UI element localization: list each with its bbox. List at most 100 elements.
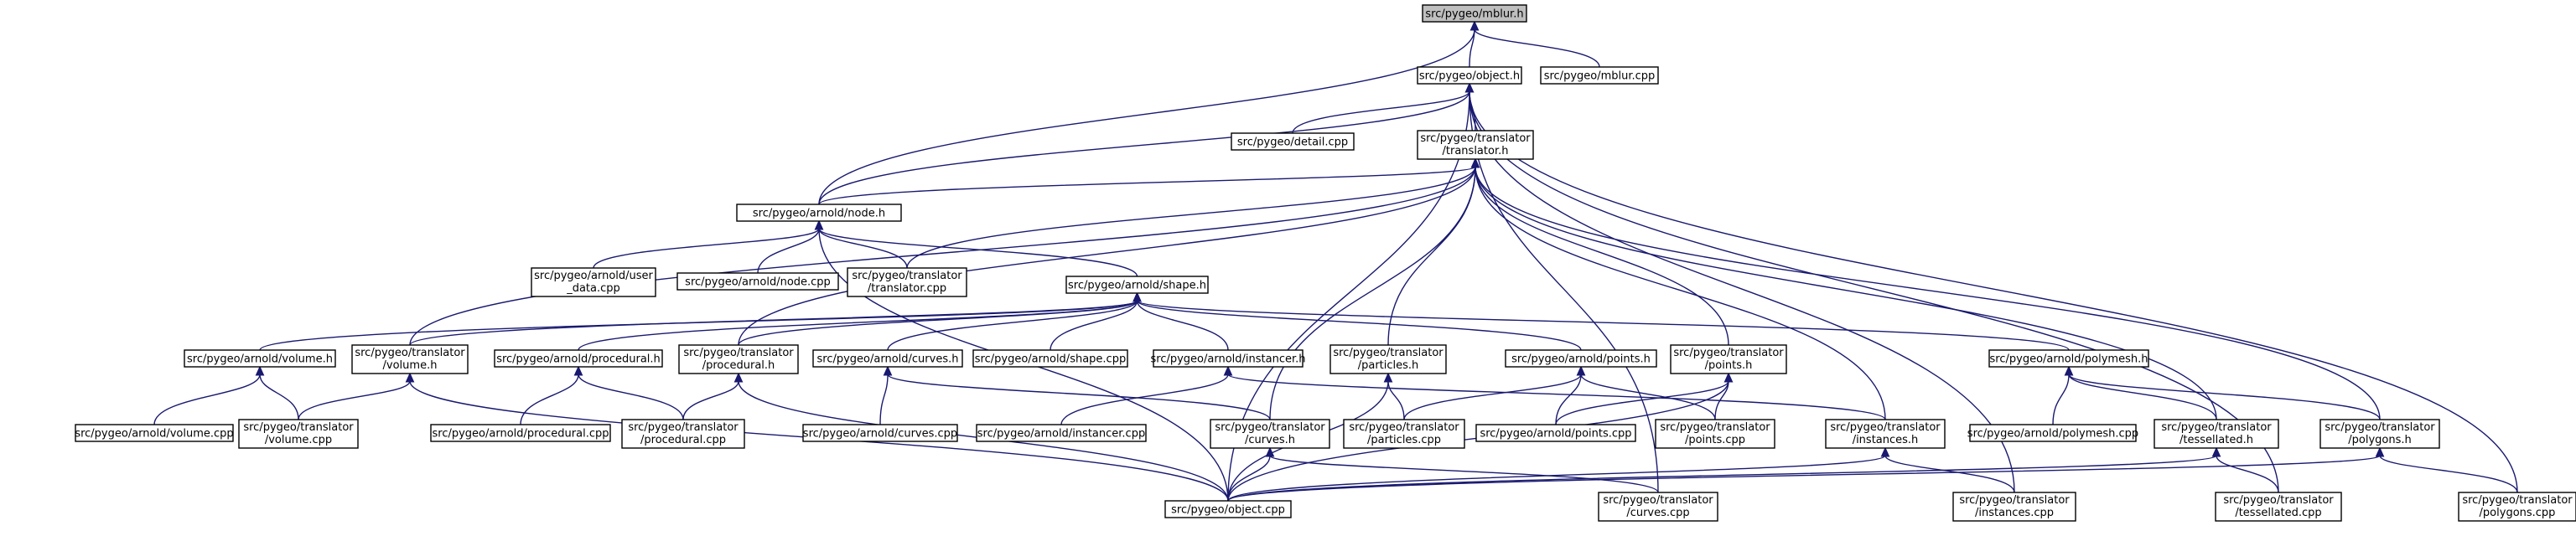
include-edge-translator_h-tpolygons_h xyxy=(1470,157,2381,420)
include-edge-shape_h-instancer_h xyxy=(1133,291,1229,351)
edge-arrowhead xyxy=(814,219,824,230)
file-node-tvolume-h[interactable]: src/pygeo/translator/volume.h xyxy=(351,344,469,374)
node-box xyxy=(1598,492,1718,522)
file-node-points-cpp[interactable]: src/pygeo/arnold/points.cpp xyxy=(1475,424,1636,442)
file-node-ttessellated-h[interactable]: src/pygeo/translator/tessellated.h xyxy=(2154,419,2279,449)
node-box xyxy=(2319,419,2440,449)
edge-line xyxy=(2052,374,2070,425)
edge-line xyxy=(1884,455,2015,493)
file-node-curves-h[interactable]: src/pygeo/arnold/curves.h xyxy=(812,349,963,368)
file-node-tpolygons-h[interactable]: src/pygeo/translator/polygons.h xyxy=(2319,419,2440,449)
file-node-polymesh-h[interactable]: src/pygeo/arnold/polymesh.h xyxy=(1988,349,2149,368)
edge-line xyxy=(1269,455,1659,493)
node-box xyxy=(1231,132,1355,151)
edge-line xyxy=(1136,300,2070,351)
edge-line xyxy=(879,374,889,425)
file-node-tprocedural-cpp[interactable]: src/pygeo/translator/procedural.cpp xyxy=(621,419,745,449)
file-node-shape-h[interactable]: src/pygeo/arnold/shape.h xyxy=(1065,276,1209,294)
node-label: /translator.cpp xyxy=(868,282,946,295)
file-node-object-h[interactable]: src/pygeo/object.h xyxy=(1417,66,1522,85)
node-label: src/pygeo/translator xyxy=(852,270,962,282)
file-node-tcurves-h[interactable]: src/pygeo/translator/curves.h xyxy=(1210,419,1330,449)
include-edge-curves_h-tcurves_h xyxy=(883,365,1271,420)
file-node-node-h[interactable]: src/pygeo/arnold/node.h xyxy=(736,204,902,222)
file-node-tparticles-h[interactable]: src/pygeo/translator/particles.h xyxy=(1329,344,1447,374)
edge-line xyxy=(520,374,579,425)
include-edge-mblur_h-mblur_cpp xyxy=(1469,20,1600,68)
include-edge-tvolume_h-tvolume_cpp xyxy=(298,372,415,420)
edge-arrowhead xyxy=(1133,291,1142,302)
include-edge-shape_h-polymesh_h xyxy=(1133,291,2070,351)
edge-line xyxy=(738,300,1138,346)
node-box xyxy=(1670,344,1787,374)
node-label: src/pygeo/translator xyxy=(1660,421,1770,434)
file-node-curves-cpp[interactable]: src/pygeo/arnold/curves.cpp xyxy=(802,424,958,442)
file-node-mblur-h[interactable]: src/pygeo/mblur.h xyxy=(1422,4,1527,23)
file-node-tpoints-h[interactable]: src/pygeo/translator/points.h xyxy=(1670,344,1787,374)
edge-line xyxy=(1269,166,1476,420)
edge-line xyxy=(906,166,1476,269)
file-node-detail-cpp[interactable]: src/pygeo/detail.cpp xyxy=(1231,132,1355,151)
edge-line xyxy=(1469,90,2279,493)
edge-line xyxy=(818,228,1138,277)
file-node-tpolygons-cpp[interactable]: src/pygeo/translator/polygons.cpp xyxy=(2458,492,2576,522)
file-node-tparticles-cpp[interactable]: src/pygeo/translator/particles.cpp xyxy=(1343,419,1465,449)
node-box xyxy=(1969,424,2137,442)
file-node-user-data-cpp[interactable]: src/pygeo/arnold/user_data.cpp xyxy=(531,267,656,297)
file-node-procedural-cpp[interactable]: src/pygeo/arnold/procedural.cpp xyxy=(430,424,611,442)
node-label: /instances.h xyxy=(1853,434,1919,446)
file-node-polymesh-cpp[interactable]: src/pygeo/arnold/polymesh.cpp xyxy=(1967,424,2138,442)
file-node-tinstances-h[interactable]: src/pygeo/translator/instances.h xyxy=(1825,419,1946,449)
node-label: src/pygeo/translator xyxy=(355,347,465,359)
node-label: src/pygeo/translator xyxy=(2223,494,2334,507)
include-edge-shape_h-tvolume_h xyxy=(409,291,1142,346)
include-edge-node_h-user_data_cpp xyxy=(593,219,824,269)
include-edge-translator_h-tpoints_h xyxy=(1470,157,1729,346)
file-node-ttessellated-cpp[interactable]: src/pygeo/translator/tessellated.cpp xyxy=(2215,492,2342,522)
file-node-tvolume-cpp[interactable]: src/pygeo/translator/volume.cpp xyxy=(238,419,359,449)
include-edge-shape_h-volume_h xyxy=(259,291,1142,351)
node-label: src/pygeo/arnold/polymesh.cpp xyxy=(1967,428,2138,441)
node-box xyxy=(1540,66,1659,85)
include-edge-shape_h-curves_h xyxy=(887,291,1142,351)
node-label: /instances.cpp xyxy=(1975,507,2054,519)
node-label: /curves.h xyxy=(1245,434,1295,446)
edge-arrowhead xyxy=(2064,365,2074,376)
edge-arrowhead xyxy=(573,365,583,376)
include-edge-translator_h-tvolume_h xyxy=(409,157,1480,346)
edge-arrowhead xyxy=(1469,20,1480,31)
node-box xyxy=(1329,344,1447,374)
edge-line xyxy=(738,166,1476,346)
node-box xyxy=(847,267,967,297)
edge-line xyxy=(1555,380,1729,425)
node-box xyxy=(972,349,1128,368)
node-label: src/pygeo/detail.cpp xyxy=(1237,137,1348,149)
include-edge-instancer_h-tinstances_h xyxy=(1223,365,1886,420)
file-node-tcurves-cpp[interactable]: src/pygeo/translator/curves.cpp xyxy=(1598,492,1718,522)
file-node-translator-cpp[interactable]: src/pygeo/translator/translator.cpp xyxy=(847,267,967,297)
include-edge-object_h-node_h xyxy=(818,82,1475,205)
file-node-tpoints-cpp[interactable]: src/pygeo/translator/points.cpp xyxy=(1655,419,1775,449)
edge-line xyxy=(409,166,1476,346)
file-node-shape-cpp[interactable]: src/pygeo/arnold/shape.cpp xyxy=(972,349,1128,368)
file-node-instancer-cpp[interactable]: src/pygeo/arnold/instancer.cpp xyxy=(976,424,1147,442)
node-label: src/pygeo/translator xyxy=(1603,494,1713,507)
edge-line xyxy=(1475,166,2217,420)
edge-line xyxy=(818,228,908,269)
file-node-points-h[interactable]: src/pygeo/arnold/points.h xyxy=(1505,349,1657,368)
file-node-translator-h[interactable]: src/pygeo/translator/translator.h xyxy=(1417,130,1534,160)
file-node-node-cpp[interactable]: src/pygeo/arnold/node.cpp xyxy=(676,272,839,291)
file-node-instancer-h[interactable]: src/pygeo/arnold/instancer.h xyxy=(1150,349,1306,368)
file-node-tinstances-cpp[interactable]: src/pygeo/translator/instances.cpp xyxy=(1952,492,2076,522)
file-node-object-cpp[interactable]: src/pygeo/object.cpp xyxy=(1164,500,1292,518)
file-node-volume-cpp[interactable]: src/pygeo/arnold/volume.cpp xyxy=(75,424,234,442)
include-edge-polymesh_h-tpolygons_h xyxy=(2064,365,2381,420)
edge-arrowhead xyxy=(2375,446,2385,457)
file-node-procedural-h[interactable]: src/pygeo/arnold/procedural.h xyxy=(494,349,663,368)
node-box xyxy=(430,424,611,442)
file-node-tprocedural-h[interactable]: src/pygeo/translator/procedural.h xyxy=(678,344,799,374)
node-label: src/pygeo/translator xyxy=(2161,421,2272,434)
file-node-mblur-cpp[interactable]: src/pygeo/mblur.cpp xyxy=(1540,66,1659,85)
file-node-volume-h[interactable]: src/pygeo/arnold/volume.h xyxy=(184,349,336,368)
node-label: src/pygeo/translator xyxy=(1420,132,1531,145)
